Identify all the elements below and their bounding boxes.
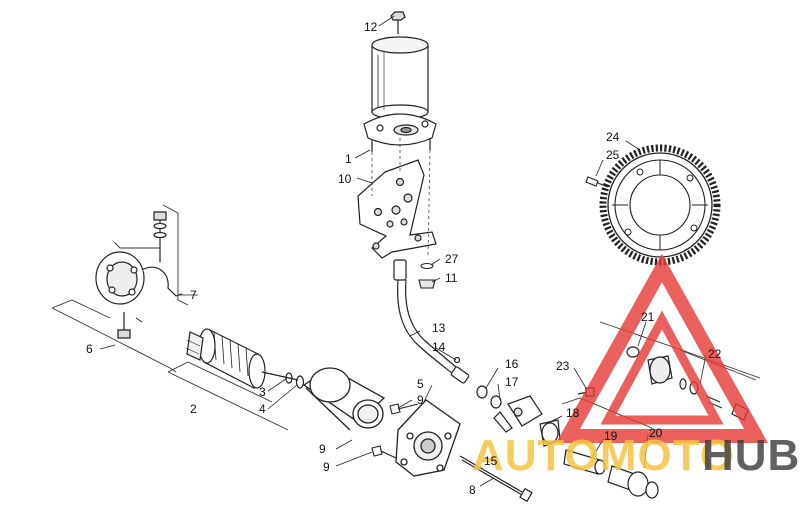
front-housing: [395, 399, 461, 477]
callout-19: 18: [566, 406, 580, 420]
brush-housing: [95, 211, 183, 339]
callout-3: 3: [259, 385, 266, 399]
bolt-lower: [371, 445, 397, 459]
callout-6: 6: [86, 342, 93, 356]
ring-gear: [599, 144, 721, 266]
callout-22: 21: [641, 310, 655, 324]
callout-9-upper: 9: [417, 393, 424, 407]
callout-13: 12: [364, 20, 378, 34]
mounting-bracket: [357, 159, 437, 259]
callout-21: 20: [649, 426, 663, 440]
callout-12: 11: [445, 271, 458, 285]
starter-cable: [393, 259, 470, 384]
callout-4: 4: [259, 402, 266, 416]
bracket-dashes: [371, 138, 431, 259]
callout-16: 15: [484, 454, 498, 468]
callout-7: 7: [190, 288, 197, 302]
starter-motor: [363, 11, 437, 152]
callout-26: 25: [606, 148, 620, 162]
bolt-upper: [389, 403, 419, 415]
callout-20: 19: [604, 429, 618, 443]
callout-8: 8: [469, 483, 476, 497]
callout-5: 5: [417, 377, 424, 391]
callout-18: 17: [505, 375, 519, 389]
callout-9-lower: 9: [323, 460, 330, 474]
washer-nut-27-12: [418, 262, 436, 289]
watermark-logo: AUTOMOTO HUB: [472, 253, 800, 480]
callout-25: 24: [606, 130, 620, 144]
callout-10: 9: [319, 442, 326, 456]
callout-17: 16: [505, 357, 519, 371]
drive-lever-assembly: [476, 385, 595, 447]
watermark-text-automoto: AUTOMOTO: [472, 431, 735, 480]
callout-11: 10: [338, 172, 352, 186]
watermark-text-hub: HUB: [702, 431, 800, 480]
leader-lines: [99, 15, 707, 487]
motor-yoke: [302, 367, 386, 431]
callout-24: 23: [556, 359, 570, 373]
callout-labels: 12 1 10 27 11 7 6 3 4 2 9 9 9 5 8 15 13 …: [86, 20, 722, 497]
callout-27: 27: [445, 252, 459, 266]
ring-gear-bolt: [585, 176, 609, 188]
pinion-shaft: [563, 449, 659, 499]
watermark-triangle: [556, 253, 768, 443]
callout-2: 2: [190, 402, 197, 416]
callout-1: 1: [345, 152, 352, 166]
armature: [185, 328, 299, 389]
callout-23: 22: [708, 347, 722, 361]
callout-15: 14: [432, 340, 446, 354]
callout-14: 13: [432, 321, 446, 335]
through-bolt: [459, 455, 533, 503]
circlip-washer: [285, 372, 305, 389]
group-bracket-2: [167, 361, 289, 431]
